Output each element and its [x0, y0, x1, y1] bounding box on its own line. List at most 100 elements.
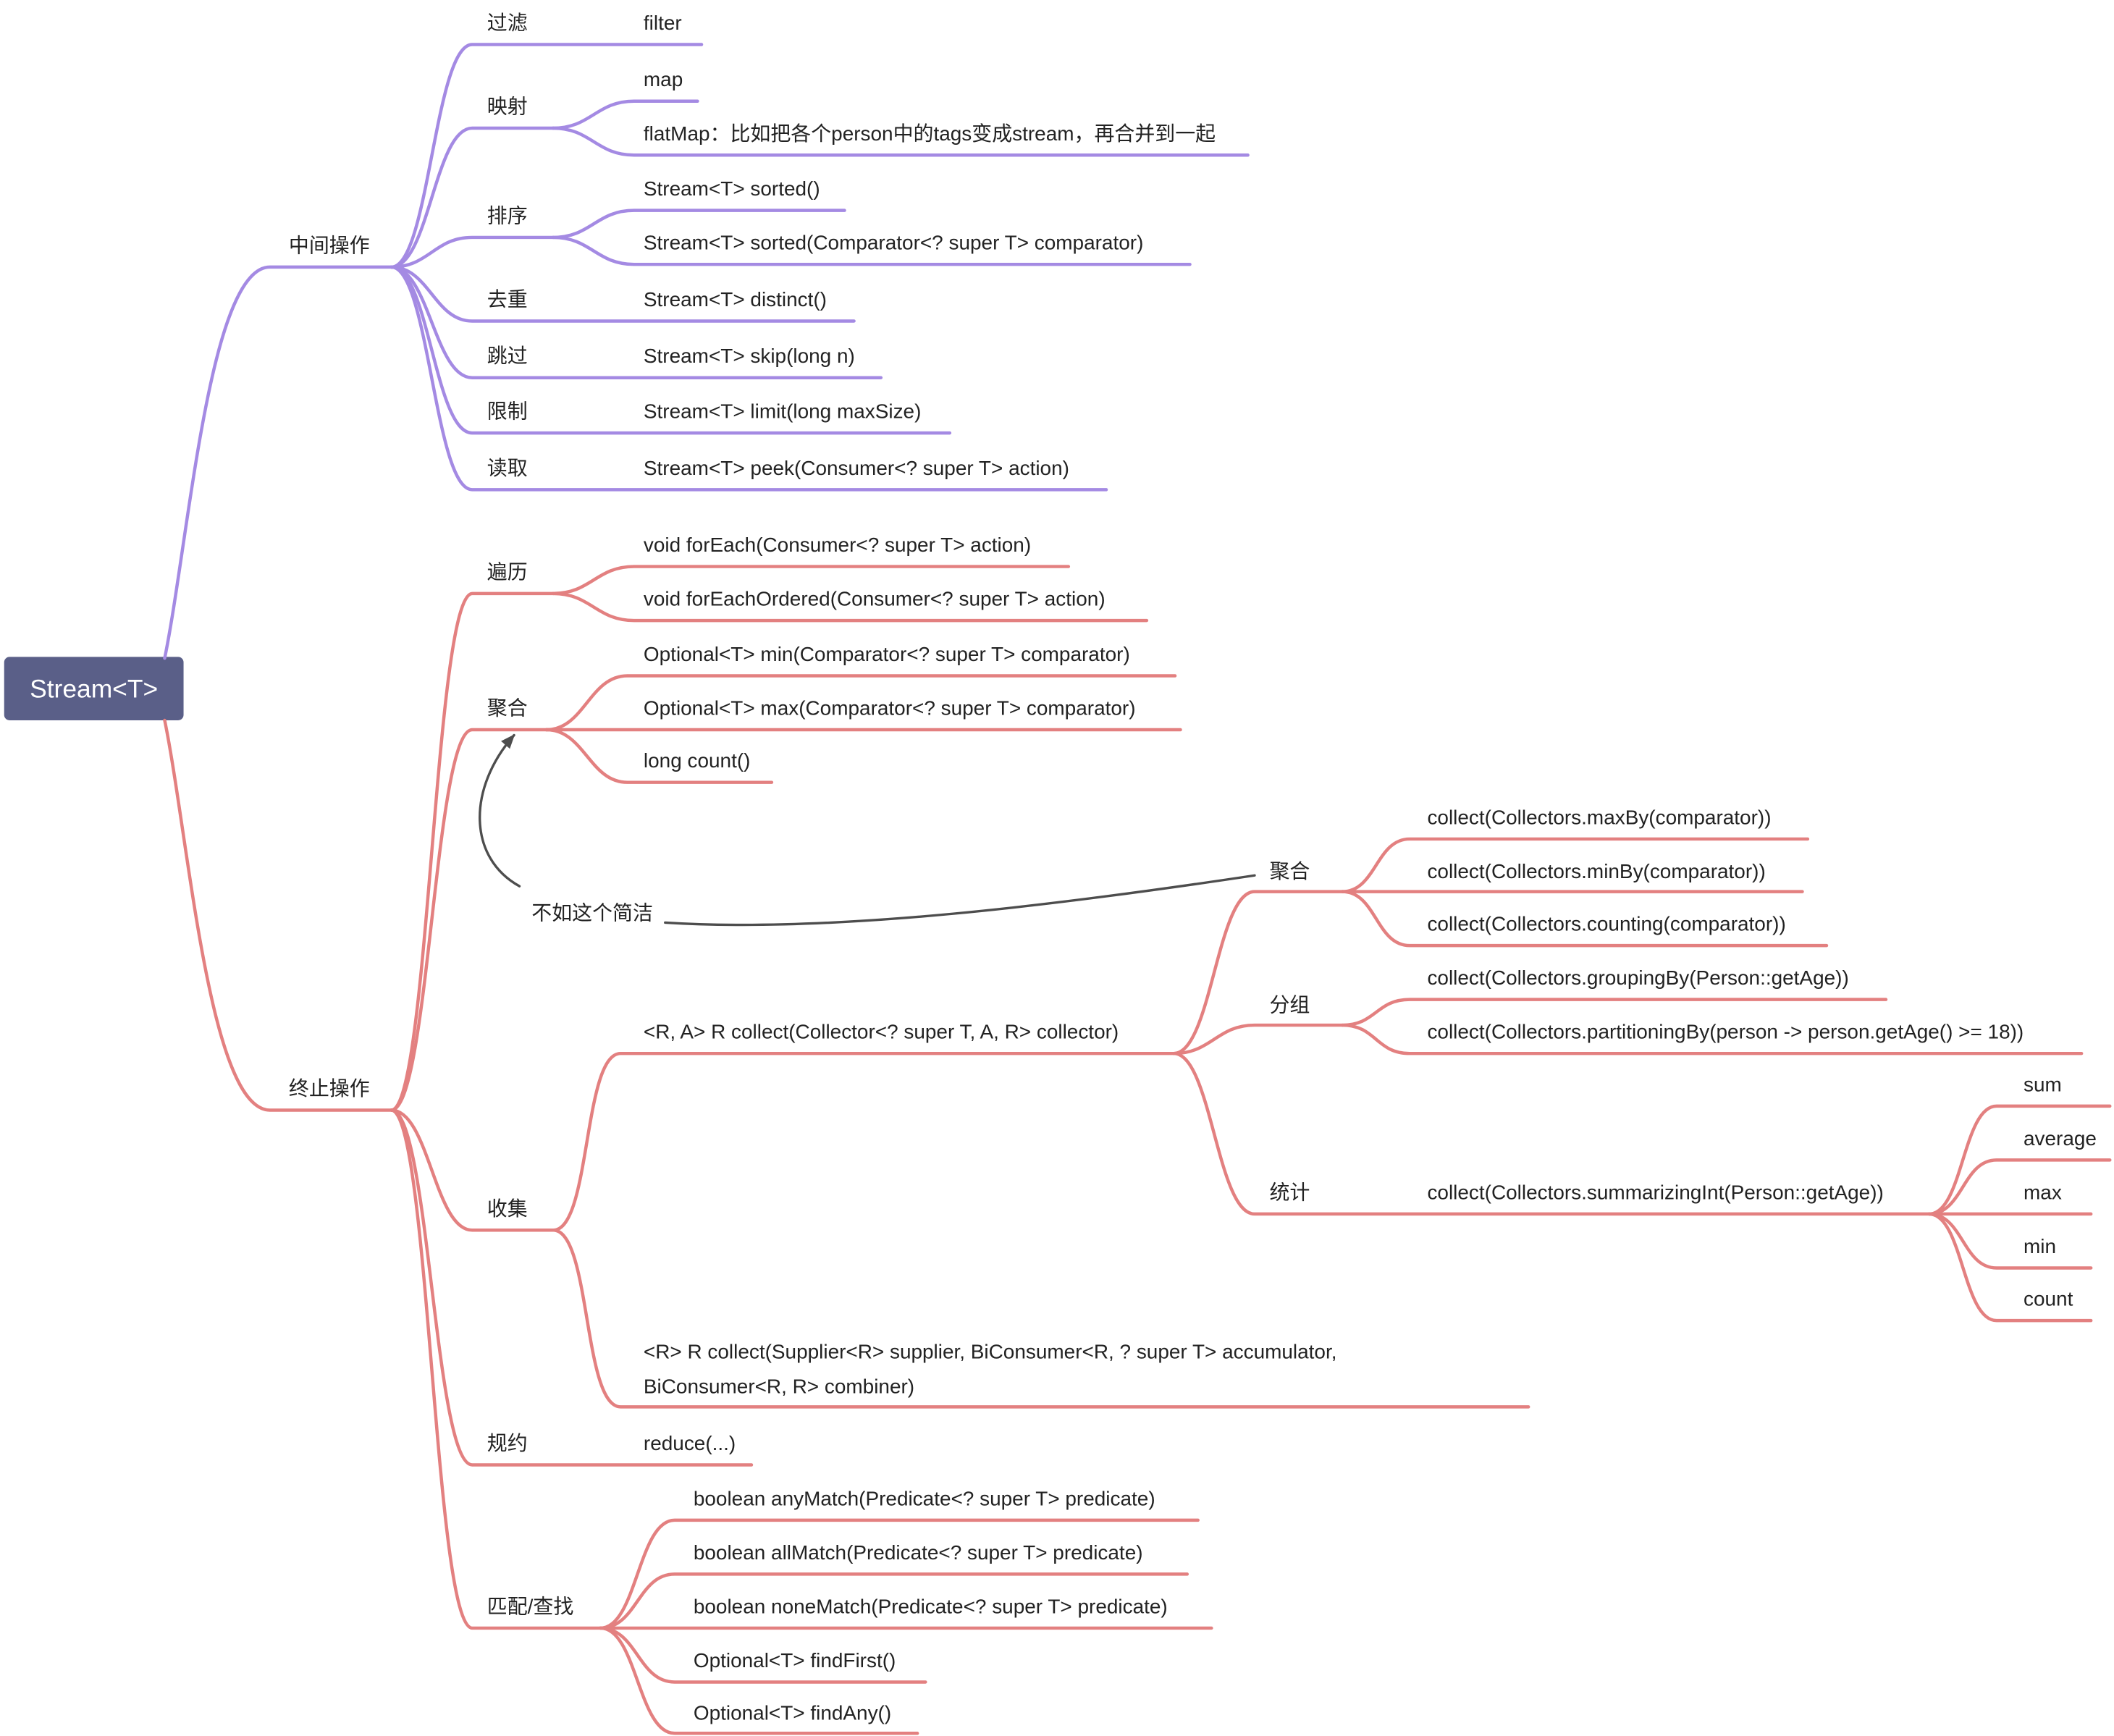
topic-aggregation-label: 聚合 — [487, 697, 528, 720]
connector-line — [551, 126, 1250, 157]
connector-line — [1927, 1104, 2112, 1216]
branch-intermediate-operations: 中间操作 过滤 filter 映射 map flatMap：比如把各个perso… — [163, 12, 1250, 660]
connector-line — [389, 265, 883, 379]
connector-line — [551, 1051, 1176, 1232]
connector-line — [1340, 890, 1829, 948]
topic-filter-label: 过滤 — [487, 12, 528, 34]
annotation-arrow — [479, 733, 521, 888]
method-item: boolean noneMatch(Predicate<? super T> p… — [694, 1595, 1168, 1617]
topic-collector-grouping-label: 分组 — [1269, 993, 1310, 1016]
topic-peek-label: 读取 — [487, 457, 528, 479]
method-item: void forEachOrdered(Consumer<? super T> … — [644, 588, 1106, 610]
connector-line — [599, 1626, 919, 1735]
method-item: collect(Collectors.maxBy(comparator)) — [1427, 806, 1771, 828]
connector-line — [1340, 998, 1888, 1027]
method-item: Optional<T> min(Comparator<? super T> co… — [644, 643, 1130, 665]
connector-line — [389, 1108, 754, 1467]
connector-line — [1171, 890, 1344, 1055]
method-item: Optional<T> findAny() — [694, 1702, 891, 1724]
statistic-field: count — [2024, 1288, 2073, 1310]
connector-line — [599, 1518, 1200, 1630]
topic-collect: 收集 <R, A> R collect(Collector<? super T,… — [389, 806, 2112, 1409]
connector-line — [389, 728, 548, 1112]
root-node-label: Stream<T> — [30, 674, 158, 703]
connector-line — [551, 208, 846, 240]
topic-aggregation: 聚合 Optional<T> min(Comparator<? super T>… — [389, 643, 1182, 1112]
method-item: flatMap：比如把各个person中的tags变成stream，再合并到一起 — [644, 122, 1216, 145]
topic-collector-statistics: 统计 collect(Collectors.summarizingInt(Per… — [1269, 1073, 2112, 1323]
topic-intermediate-operations: 中间操作 — [289, 234, 370, 256]
topic-sorting: 排序 Stream<T> sorted() Stream<T> sorted(C… — [389, 177, 1192, 269]
topic-skip: 跳过 Stream<T> skip(long n) — [389, 265, 883, 379]
topic-match-find-label: 匹配/查找 — [487, 1595, 574, 1617]
topic-limit: 限制 Stream<T> limit(long maxSize) — [389, 265, 952, 435]
topic-traversal-label: 遍历 — [487, 560, 528, 583]
topic-collector-aggregation: 聚合 collect(Collectors.maxBy(comparator))… — [1269, 806, 1829, 948]
connector-line — [551, 565, 1071, 596]
method-item: Stream<T> sorted(Comparator<? super T> c… — [644, 232, 1143, 254]
connector-line — [389, 43, 704, 269]
connector-line — [1340, 1023, 2084, 1055]
connector-line — [389, 1108, 602, 1630]
method-item: Optional<T> findFirst() — [694, 1649, 896, 1672]
connector-line — [1927, 1212, 2093, 1270]
connector-line — [551, 591, 1149, 623]
topic-reduce-label: 规约 — [487, 1432, 528, 1454]
topic-peek: 读取 Stream<T> peek(Consumer<? super T> ac… — [389, 265, 1108, 492]
collect-with-supplier: <R> R collect(Supplier<R> supplier, BiCo… — [644, 1340, 1337, 1397]
topic-distinct: 去重 Stream<T> distinct() — [389, 265, 856, 323]
method-item: filter — [644, 12, 682, 34]
connector-line — [1171, 1051, 1931, 1216]
connector-line — [1340, 837, 1810, 893]
topic-mapping: 映射 map flatMap：比如把各个person中的tags变成stream… — [389, 68, 1250, 269]
connector-line — [599, 1626, 927, 1684]
statistic-field: sum — [2024, 1073, 2062, 1095]
method-item: boolean anyMatch(Predicate<? super T> pr… — [694, 1487, 1155, 1509]
connector-line — [1927, 1212, 2093, 1323]
topic-collect-label: 收集 — [487, 1197, 528, 1220]
method-item: collect(Collectors.summarizingInt(Person… — [1427, 1181, 1883, 1203]
method-item: Stream<T> peek(Consumer<? super T> actio… — [644, 457, 1069, 479]
topic-collector-grouping: 分组 collect(Collectors.groupingBy(Person:… — [1269, 966, 2084, 1055]
topic-skip-label: 跳过 — [487, 345, 528, 367]
annotation-connector-line — [664, 874, 1256, 927]
topic-limit-label: 限制 — [487, 400, 528, 423]
topic-match-find: 匹配/查找 boolean anyMatch(Predicate<? super… — [389, 1108, 1213, 1735]
connector-line — [389, 265, 1108, 492]
method-item: reduce(...) — [644, 1432, 736, 1454]
branch-line-intermediate — [163, 265, 393, 660]
connector-line — [389, 1108, 555, 1232]
connector-line — [551, 99, 699, 130]
branch-terminal-operations: 终止操作 遍历 void forEach(Consumer<? super T>… — [163, 534, 2112, 1735]
connector-line — [544, 728, 774, 784]
topic-distinct-label: 去重 — [487, 288, 528, 311]
branch-line-terminal — [163, 718, 393, 1112]
method-item: collect(Collectors.partitioningBy(person… — [1427, 1021, 2024, 1043]
annotation: 不如这个简洁 — [479, 733, 1256, 927]
method-item: Stream<T> distinct() — [644, 288, 827, 311]
topic-terminal-operations: 终止操作 — [289, 1077, 370, 1100]
method-item: collect(Collectors.counting(comparator)) — [1427, 913, 1785, 935]
method-item: collect(Collectors.minBy(comparator)) — [1427, 860, 1765, 882]
statistic-field: min — [2024, 1235, 2056, 1257]
topic-filter: 过滤 filter — [389, 12, 704, 269]
collect-with-collector: <R, A> R collect(Collector<? super T, A,… — [644, 806, 2112, 1323]
connector-line — [551, 1229, 1530, 1409]
annotation-label: 不如这个简洁 — [531, 902, 653, 924]
connector-line — [1927, 1158, 2112, 1216]
method-item: Stream<T> skip(long n) — [644, 345, 855, 367]
topic-traversal: 遍历 void forEach(Consumer<? super T> acti… — [389, 534, 1149, 1112]
topic-sorting-label: 排序 — [487, 204, 528, 227]
connector-line — [389, 591, 555, 1112]
method-item: map — [644, 68, 683, 90]
method-item: long count() — [644, 749, 751, 772]
method-item: void forEach(Consumer<? super T> action) — [644, 534, 1031, 556]
method-item: collect(Collectors.groupingBy(Person::ge… — [1427, 966, 1848, 989]
connector-line — [544, 674, 1177, 732]
topic-collector-aggregation-label: 聚合 — [1269, 860, 1310, 882]
method-item: boolean allMatch(Predicate<? super T> pr… — [694, 1541, 1143, 1564]
topic-mapping-label: 映射 — [487, 96, 528, 118]
connector-line — [599, 1572, 1189, 1630]
method-item: BiConsumer<R, R> combiner) — [644, 1375, 914, 1398]
